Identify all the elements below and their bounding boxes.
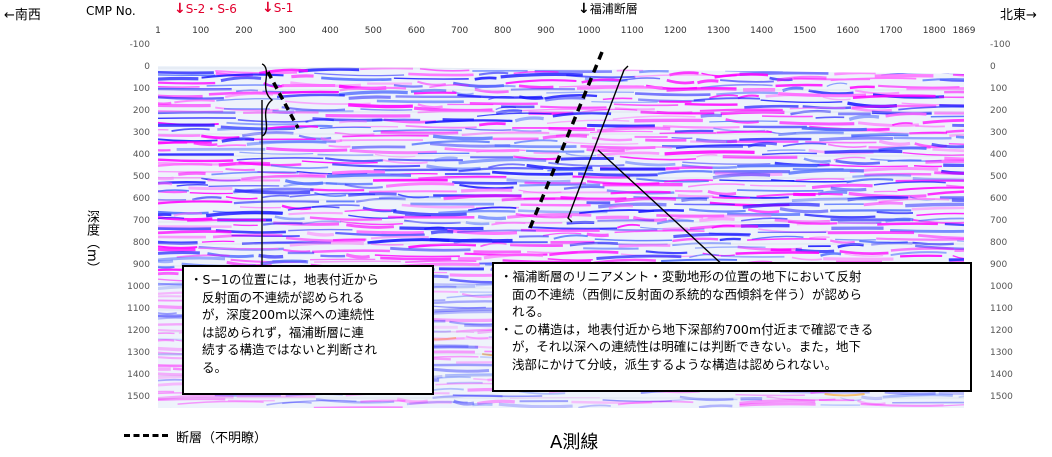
cmp-tick-label: 700 <box>451 26 469 36</box>
depth-tick-label: 1500 <box>990 392 1013 402</box>
depth-tick-label: 500 <box>132 172 150 182</box>
depth-tick-label: 1200 <box>990 326 1013 336</box>
cmp-tick-label: 800 <box>494 26 512 36</box>
cmp-tick-label: 1400 <box>750 26 774 36</box>
callout-fukuura-line: ・この構造は，地表付近から地下深部約700m付近まで確認できる <box>500 321 874 337</box>
depth-tick-label: 400 <box>990 150 1008 160</box>
callout-fukuura-line: が，それ以深への連続性は明確には判断できない。また，地下 <box>512 339 862 354</box>
down-arrow-icon: ↓ <box>578 1 590 17</box>
depth-tick-label: -100 <box>129 40 150 50</box>
cmp-tick-label: 300 <box>278 26 296 36</box>
depth-tick-label: 600 <box>990 194 1008 204</box>
cmp-tick-label: 100 <box>192 26 210 36</box>
cmp-tick-label: 1 <box>155 26 161 36</box>
cmp-tick-label: 500 <box>364 26 382 36</box>
marker-label: S-2・S-6 <box>185 2 237 16</box>
depth-tick-label: 300 <box>990 128 1008 138</box>
cmp-tick-label: 900 <box>537 26 555 36</box>
depth-tick-label: 1000 <box>990 282 1013 292</box>
callout-fukuura-line: れる。 <box>512 304 550 319</box>
depth-tick-label: 1100 <box>990 304 1013 314</box>
depth-tick-label: 800 <box>132 238 150 248</box>
right-leader-line <box>597 149 727 269</box>
cmp-tick-label: 400 <box>321 26 339 36</box>
depth-tick-label: 1400 <box>127 370 150 380</box>
depth-tick-label: 1400 <box>990 370 1013 380</box>
depth-tick-label: 0 <box>990 62 996 72</box>
depth-tick-label: 200 <box>990 106 1008 116</box>
callout-s1-line: 反射面の不連続が認められる <box>202 289 365 305</box>
cmp-tick-label: 1869 <box>952 26 976 36</box>
callout-s1-line: ・S−1の位置には，地表付近から <box>190 272 379 287</box>
depth-tick-label: 1300 <box>990 348 1013 358</box>
survey-line-title: A測線 <box>550 432 599 453</box>
depth-tick-label: 200 <box>132 106 150 116</box>
marker-label: 福浦断層 <box>589 2 638 16</box>
depth-tick-label: 1100 <box>127 304 150 314</box>
cmp-tick-label: 200 <box>235 26 253 36</box>
depth-tick-label: 100 <box>132 84 150 94</box>
depth-tick-label: 900 <box>132 260 150 270</box>
depth-tick-label: 1300 <box>127 348 150 358</box>
callout-fukuura: ・福浦断層のリニアメント・変動地形の位置の地下において反射 面の不連続（西側に反… <box>492 262 972 392</box>
callout-s1-line: は認められず，福浦断層に連 <box>202 324 364 340</box>
depth-tick-label: 0 <box>144 62 150 72</box>
cmp-number-label: CMP No. <box>86 4 136 18</box>
cmp-tick-label: 1600 <box>836 26 860 36</box>
depth-tick-label: 1000 <box>127 282 150 292</box>
left-brace <box>261 63 274 137</box>
fault-legend-symbol <box>124 434 168 437</box>
depth-tick-label: 800 <box>990 238 1008 248</box>
down-arrow-icon: ↓ <box>174 1 186 17</box>
cmp-tick-label: 1000 <box>577 26 601 36</box>
depth-tick-label: 300 <box>132 128 150 138</box>
depth-tick-label: 1500 <box>127 392 150 402</box>
depth-tick-label: 900 <box>990 260 1008 270</box>
s1-fault-dashed <box>266 71 300 129</box>
depth-tick-label: 500 <box>990 172 1008 182</box>
cmp-tick-label: 1700 <box>879 26 903 36</box>
callout-fukuura-line: ・福浦断層のリニアメント・変動地形の位置の地下において反射 <box>500 269 862 284</box>
callout-s1: ・S−1の位置には，地表付近から 反射面の不連続が認められる が，深度200m以… <box>182 265 434 395</box>
marker-s2-s6: ↓S-2・S-6 <box>174 0 237 17</box>
cmp-tick-label: 1500 <box>793 26 817 36</box>
cmp-tick-label: 1100 <box>620 26 644 36</box>
northeast-direction-label: 北東→ <box>1000 8 1037 23</box>
depth-tick-label: 700 <box>132 216 150 226</box>
cmp-tick-label: 600 <box>407 26 426 36</box>
callout-s1-line: 続する構造ではないと判断され <box>202 342 378 357</box>
depth-tick-label: -100 <box>990 40 1011 50</box>
depth-tick-label: 100 <box>990 84 1008 94</box>
depth-axis-label: 深度（m） <box>84 210 99 275</box>
callout-fukuura-line: 浅部にかけて分岐，派生するような構造は認められない。 <box>512 356 838 372</box>
marker-fukuura-fault: ↓福浦断層 <box>578 0 638 17</box>
callout-fukuura-line: 面の不連続（西側に反射面の系統的な西傾斜を伴う）が認めら <box>512 286 863 302</box>
depth-tick-label: 400 <box>132 150 150 160</box>
marker-label: S-1 <box>273 1 294 15</box>
callout-s1-line: る。 <box>202 359 228 375</box>
marker-s1: ↓S-1 <box>262 0 293 16</box>
cmp-tick-label: 1800 <box>922 26 946 36</box>
southwest-direction-label: ←南西 <box>4 8 41 23</box>
depth-tick-label: 1200 <box>127 326 150 336</box>
fault-legend-label: 断層（不明瞭） <box>176 431 268 446</box>
right-bracket <box>567 65 629 223</box>
fukuura-fault-dashed <box>528 51 604 229</box>
depth-tick-label: 600 <box>132 194 150 204</box>
cmp-tick-label: 1200 <box>663 26 687 36</box>
depth-tick-label: 700 <box>990 216 1008 226</box>
cmp-tick-label: 1300 <box>707 26 730 36</box>
callout-s1-line: が，深度200m以深への連続性 <box>202 307 375 322</box>
down-arrow-icon: ↓ <box>262 0 274 16</box>
